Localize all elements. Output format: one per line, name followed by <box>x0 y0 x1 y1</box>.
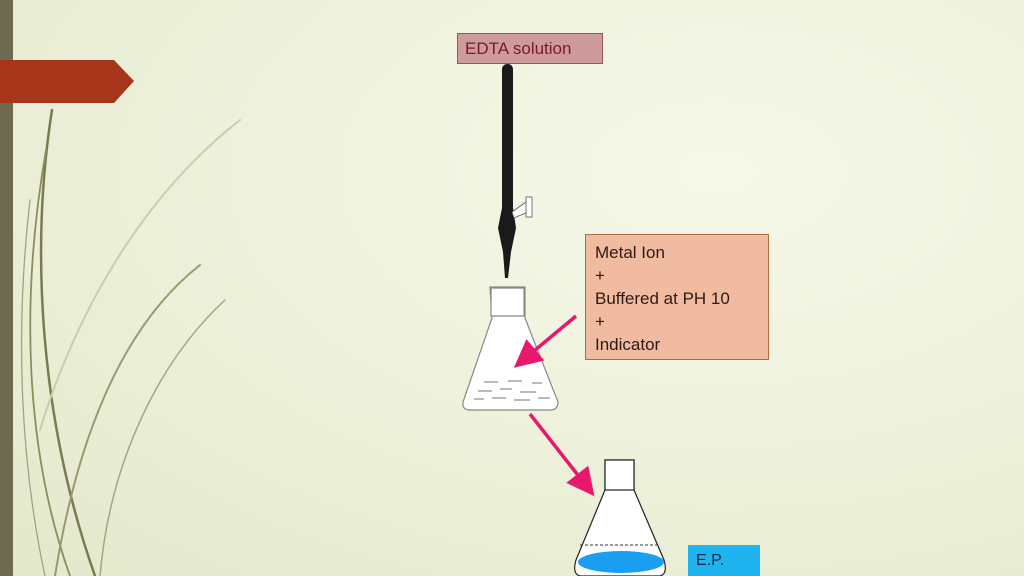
end-point-label: E.P. <box>688 545 760 576</box>
reagent-arrow <box>513 314 578 368</box>
left-accent-bar <box>0 0 13 576</box>
titrant-label: EDTA solution <box>457 33 603 64</box>
reagent-line: + <box>595 266 605 285</box>
burette <box>498 64 533 278</box>
reagent-label-box: Metal Ion + Buffered at PH 10 + Indicato… <box>585 234 769 360</box>
reagent-line: Buffered at PH 10 <box>595 289 730 308</box>
conical-flask-sample <box>462 286 559 411</box>
end-point-solution <box>578 551 664 573</box>
reagent-line: + <box>595 312 605 331</box>
decorative-grass <box>20 108 241 576</box>
reagent-line: Indicator <box>595 335 661 354</box>
conical-flask-end-point <box>574 459 666 576</box>
title-tab-shape <box>0 60 134 103</box>
end-point-arrow <box>528 412 595 497</box>
reagent-line: Metal Ion <box>595 243 665 262</box>
